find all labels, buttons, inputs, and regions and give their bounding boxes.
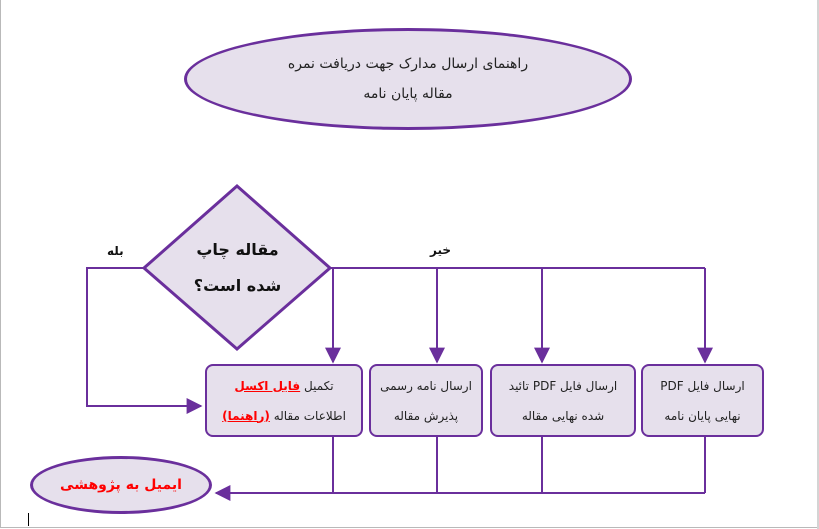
text-cursor [28, 513, 29, 526]
yes-label: بله [107, 244, 124, 258]
title-line-2: مقاله پایان نامه [363, 86, 453, 102]
fill-excel-line-2-text: اطلاعات مقاله [269, 408, 346, 423]
fill-excel-line-1: تکمیل فایل اکسل [234, 371, 333, 401]
fill-excel-prefix: تکمیل [300, 378, 334, 393]
guide-link[interactable]: (راهنما) [222, 408, 270, 423]
email-label: ایمیل به پژوهشی [60, 477, 182, 493]
final-article-pdf-line-2: شده نهایی مقاله [521, 408, 605, 423]
email-oval: ایمیل به پژوهشی [30, 456, 212, 514]
no-label: خیر [430, 243, 452, 257]
decision-question: مقاله چاپ شده است؟ [175, 232, 300, 304]
fill-excel-box: تکمیل فایل اکسل اطلاعات مقاله (راهنما) [205, 364, 363, 437]
final-article-pdf-box: ارسال فایل PDF تائید شده نهایی مقاله [490, 364, 636, 437]
acceptance-letter-box: ارسال نامه رسمی پذیرش مقاله [369, 364, 483, 437]
final-thesis-pdf-line-2: نهایی پایان نامه [664, 408, 741, 423]
decision-line-1: مقاله چاپ [196, 240, 279, 259]
final-article-pdf-line-1: ارسال فایل PDF تائید [508, 378, 618, 393]
decision-line-2: شده است؟ [193, 276, 282, 295]
yes-branch-line [86, 267, 203, 414]
fill-excel-line-2: اطلاعات مقاله (راهنما) [222, 401, 346, 431]
decision-diamond [141, 184, 333, 351]
excel-file-link[interactable]: فایل اکسل [234, 378, 301, 393]
final-thesis-pdf-line-1: ارسال فایل PDF [660, 378, 745, 393]
acceptance-letter-line-2: پذیرش مقاله [393, 408, 459, 423]
title-line-1: راهنمای ارسال مدارک جهت دریافت نمره [287, 56, 529, 72]
title-oval: راهنمای ارسال مدارک جهت دریافت نمره مقال… [184, 28, 632, 130]
scrollbar-edge[interactable] [817, 0, 819, 529]
acceptance-letter-line-1: ارسال نامه رسمی [380, 378, 472, 393]
final-thesis-pdf-box: ارسال فایل PDF نهایی پایان نامه [641, 364, 764, 437]
